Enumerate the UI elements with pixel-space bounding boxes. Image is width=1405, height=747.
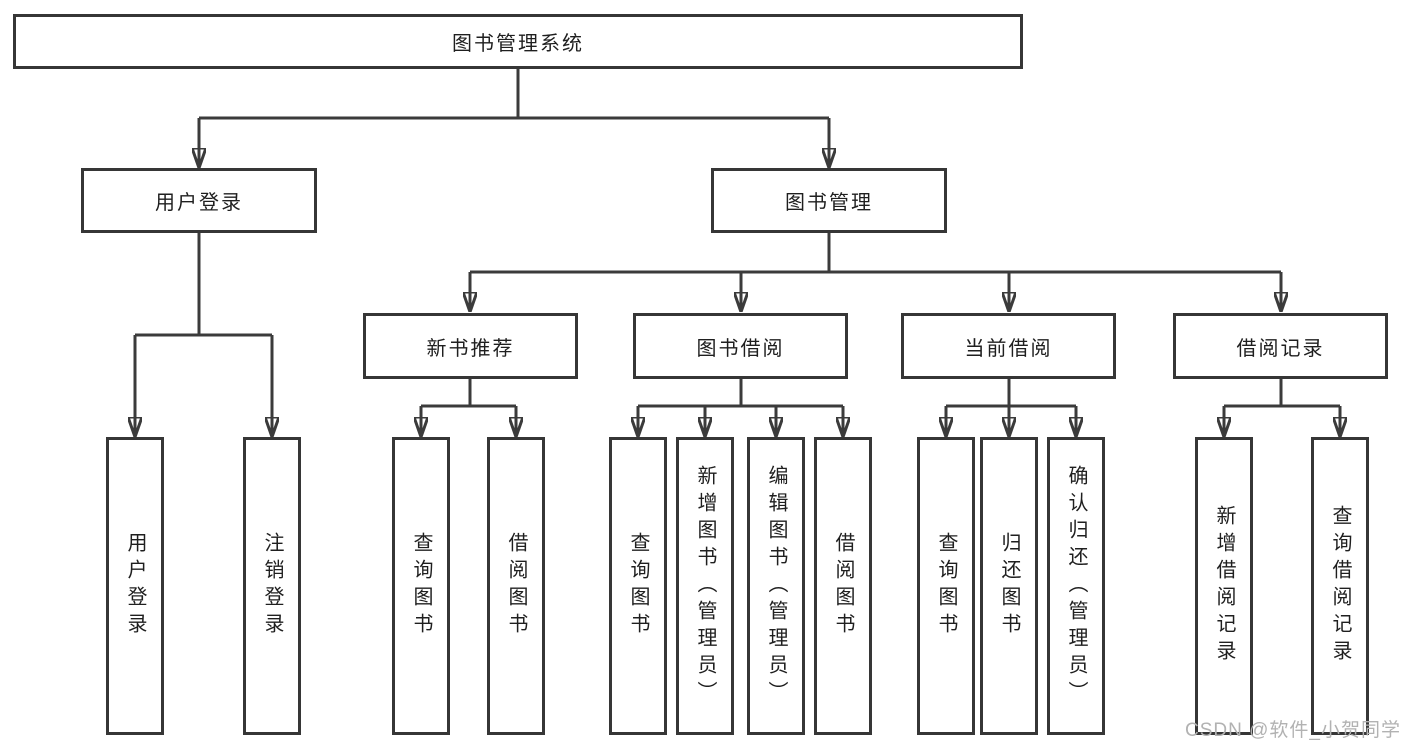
node-book-borrow-label: 图书借阅 bbox=[696, 337, 785, 360]
leaf-borrow-books-1: 借阅图书 bbox=[487, 437, 545, 735]
node-current-borrow: 当前借阅 bbox=[901, 313, 1116, 379]
csdn-watermark: CSDN @软件_小贺同学 bbox=[1185, 720, 1401, 741]
node-current-borrow-label: 当前借阅 bbox=[964, 337, 1053, 360]
node-new-book-recommend-label: 新书推荐 bbox=[426, 337, 515, 360]
leaf-query-books-3: 查询图书 bbox=[917, 437, 975, 735]
leaf-borrow-books-2-label: 借阅图书 bbox=[832, 532, 854, 640]
leaf-return-books-label: 归还图书 bbox=[998, 532, 1020, 640]
node-new-book-recommend: 新书推荐 bbox=[363, 313, 578, 379]
leaf-confirm-return-admin: 确认归还（管理员） bbox=[1047, 437, 1105, 735]
node-user-login: 用户登录 bbox=[81, 168, 317, 233]
leaf-return-books: 归还图书 bbox=[980, 437, 1038, 735]
leaf-logout-label: 注销登录 bbox=[261, 532, 283, 640]
node-borrow-records: 借阅记录 bbox=[1173, 313, 1388, 379]
leaf-borrow-books-2: 借阅图书 bbox=[814, 437, 872, 735]
leaf-query-books-3-label: 查询图书 bbox=[935, 532, 957, 640]
leaf-edit-books-admin-label: 编辑图书（管理员） bbox=[765, 464, 787, 708]
leaf-add-borrow-record-label: 新增借阅记录 bbox=[1213, 505, 1235, 667]
node-book-management: 图书管理 bbox=[711, 168, 947, 233]
node-book-borrow: 图书借阅 bbox=[633, 313, 848, 379]
leaf-query-borrow-record-label: 查询借阅记录 bbox=[1329, 505, 1351, 667]
node-borrow-records-label: 借阅记录 bbox=[1236, 337, 1325, 360]
node-root-label: 图书管理系统 bbox=[452, 33, 584, 55]
leaf-add-books-admin: 新增图书（管理员） bbox=[676, 437, 734, 735]
node-root-system: 图书管理系统 bbox=[13, 14, 1023, 69]
leaf-logout: 注销登录 bbox=[243, 437, 301, 735]
leaf-query-books-1: 查询图书 bbox=[392, 437, 450, 735]
leaf-user-login-label: 用户登录 bbox=[124, 532, 146, 640]
leaf-query-books-2: 查询图书 bbox=[609, 437, 667, 735]
leaf-confirm-return-admin-label: 确认归还（管理员） bbox=[1065, 464, 1087, 708]
node-book-management-label: 图书管理 bbox=[785, 192, 873, 214]
leaf-add-books-admin-label: 新增图书（管理员） bbox=[694, 464, 716, 708]
leaf-add-borrow-record: 新增借阅记录 bbox=[1195, 437, 1253, 735]
node-user-login-label: 用户登录 bbox=[155, 192, 243, 214]
leaf-borrow-books-1-label: 借阅图书 bbox=[505, 532, 527, 640]
leaf-query-books-2-label: 查询图书 bbox=[627, 532, 649, 640]
leaf-user-login: 用户登录 bbox=[106, 437, 164, 735]
leaf-edit-books-admin: 编辑图书（管理员） bbox=[747, 437, 805, 735]
leaf-query-books-1-label: 查询图书 bbox=[410, 532, 432, 640]
leaf-query-borrow-record: 查询借阅记录 bbox=[1311, 437, 1369, 735]
